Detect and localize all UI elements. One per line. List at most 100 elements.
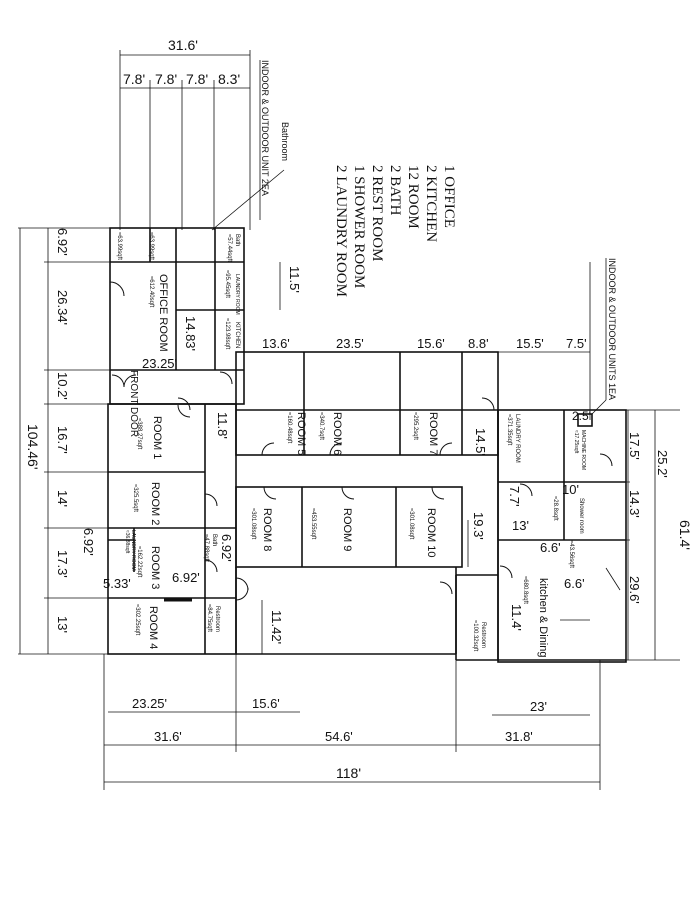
dim-inner: 17.5' [627, 432, 642, 460]
dim-inner: 2.5' [572, 409, 591, 423]
dim-left: 14' [55, 490, 70, 507]
dim-mid: 8.8' [468, 336, 489, 351]
dim-inner: 61.4' [677, 520, 693, 550]
dim-inner: 6.92' [81, 528, 96, 556]
dim-inner: 11.42' [269, 610, 284, 644]
dim-inner: 6.92' [172, 570, 200, 585]
legend-item: 12 ROOM [405, 165, 421, 229]
legend-item: 2 BATH [387, 165, 403, 216]
dim-top-seg: 7.8' [186, 71, 208, 87]
room-area: ≈371.35sqft [506, 414, 512, 446]
door-swing [439, 442, 453, 456]
room-name: ROOM 1 [151, 416, 163, 459]
legend-item: 1 OFFICE [441, 165, 457, 228]
dimension-lines [18, 50, 680, 790]
dim-mid: 15.5' [516, 336, 544, 351]
room-area: ≈160.48sqft [286, 412, 292, 444]
labels: 1 OFFICE 2 KITCHEN 12 ROOM 2 BATH 2 REST… [25, 37, 693, 781]
hvac-note-right: INDOOR & OUTDOOR UNITS 1EA [607, 258, 617, 400]
dim-inner: 11.5' [287, 266, 302, 293]
room-area: ≈301.08sqft [250, 508, 256, 540]
dim-inner: 11.8' [215, 412, 230, 439]
room-name: ROOM 7 [427, 412, 439, 455]
room-name: OFFICE ROOM [157, 274, 169, 352]
dim-mid: 23.5' [336, 336, 364, 351]
dim-bottom: 31.6' [154, 729, 182, 744]
dim-left: 26.34' [55, 290, 70, 325]
room-name: Shower room [578, 498, 584, 534]
dim-left: 10.2' [55, 372, 70, 400]
door-swing [177, 404, 191, 418]
door-swing [111, 374, 125, 388]
dim-bottom-total: 118' [336, 765, 361, 781]
dim-mid: 7.5' [566, 336, 587, 351]
dim-inner: 14.3' [627, 490, 642, 518]
dim-top-seg: 7.8' [123, 71, 145, 87]
dim-bottom: 54.6' [325, 729, 353, 744]
dim-inner: 6.92' [219, 534, 234, 562]
room-area: ≈63.99sqft [148, 232, 154, 260]
room-name: Restroom [214, 606, 220, 632]
dim-mid: 15.6' [417, 336, 445, 351]
room-area: ≈453.55sqft [310, 508, 316, 540]
dim-left: 17.3' [55, 550, 70, 578]
dim-bottom: 31.8' [505, 729, 533, 744]
dim-inner: 14.5' [473, 428, 488, 456]
room-area: ≈162.22sqft [136, 546, 142, 578]
dim-inner: 19.3' [471, 512, 486, 540]
room-area: ≈95.45sqft [224, 270, 230, 298]
dim-top-seg: 8.3' [218, 71, 240, 87]
dim-inner: 7.7' [507, 486, 522, 507]
room-area: ≈388.27sqft [136, 418, 142, 450]
leader-line [591, 399, 607, 415]
room-name: ROOM 4 [147, 606, 159, 649]
dim-left: 6.92' [55, 228, 70, 256]
room-area: ≈17.25sqft [573, 430, 579, 454]
door-swing [439, 581, 453, 595]
dim-inner: 11.4' [509, 604, 524, 631]
door-swing [235, 587, 249, 601]
dim-top-seg: 7.8' [155, 71, 177, 87]
bathroom-callout: Bathroom [280, 122, 290, 161]
room-name: ROOM 3 [149, 546, 161, 589]
dim-inner: 14.83' [183, 316, 198, 351]
room-area: ≈47.88sqft [203, 534, 209, 562]
dim-left-total: 104.46' [25, 424, 41, 470]
south-wing-outline [235, 486, 463, 568]
room-area: ≈680.8sqft [522, 576, 528, 604]
room-name: ROOM 5 [295, 412, 307, 455]
door-swing [204, 493, 218, 507]
room-area: ≈123.98sqft [224, 318, 230, 350]
door-swing [177, 397, 191, 411]
room-name: MACHINE ROOM [580, 430, 586, 470]
room-area: ≈100.32sqft [472, 620, 478, 652]
door-swing [341, 486, 355, 500]
dim-left: 16.7' [55, 426, 70, 454]
room-name: KITCHEN [234, 322, 240, 348]
room-name: Bath [211, 534, 217, 546]
room-area: ≈302.25sqft [134, 604, 140, 636]
machine-room-box [577, 413, 593, 427]
room-name: kitchen & Dining [537, 578, 549, 658]
legend-item: 1 SHOWER ROOM [351, 165, 367, 288]
room-name: ROOM 6 [331, 412, 343, 455]
door-swing [109, 281, 125, 297]
room-name: Restroom [480, 622, 486, 648]
dim-inner: 5.33' [103, 576, 131, 591]
north-wing-outline [235, 351, 499, 456]
dim-inner: 6.6' [564, 576, 585, 591]
legend-item: 2 KITCHEN [423, 165, 439, 242]
room-area: ≈63.99sqft [116, 232, 122, 260]
door-swing [431, 486, 445, 500]
room-name: ROOM 8 [261, 508, 273, 551]
door-swing [519, 483, 533, 497]
room-area: ≈57.44sqft [226, 234, 232, 262]
door-swing [123, 374, 137, 388]
legend-item: 2 REST ROOM [369, 165, 385, 261]
door-swing [481, 397, 495, 411]
room-area: ≈295.2sqft [412, 412, 418, 440]
front-door-label: FRONT DOOR [128, 370, 139, 437]
door-swing [329, 442, 343, 456]
door-swing [499, 565, 513, 579]
